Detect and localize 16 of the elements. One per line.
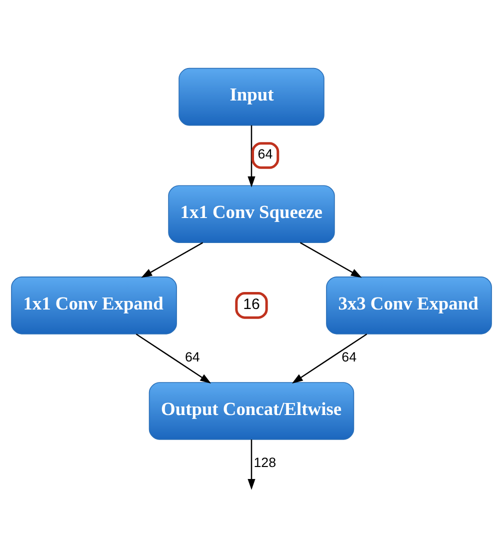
edge-label: 64: [184, 348, 200, 364]
node-box: Output Concat/Eltwise: [148, 382, 354, 440]
node-box: Input: [178, 67, 324, 126]
node-box: 3x3 Conv Expand: [326, 276, 492, 334]
node-label: 16: [243, 296, 260, 313]
node-box: 1x1 Conv Squeeze: [168, 184, 335, 243]
edge-label: 64: [342, 348, 357, 364]
arrow: [292, 333, 368, 383]
arrow: [248, 124, 256, 187]
arrow: [141, 242, 204, 278]
arrow: [300, 242, 362, 278]
arrow: [136, 333, 212, 383]
arrow: [248, 439, 256, 490]
edge-label: 64: [258, 146, 273, 162]
node-box: 1x1 Conv Expand: [11, 276, 177, 334]
edge-label: 128: [254, 454, 276, 470]
